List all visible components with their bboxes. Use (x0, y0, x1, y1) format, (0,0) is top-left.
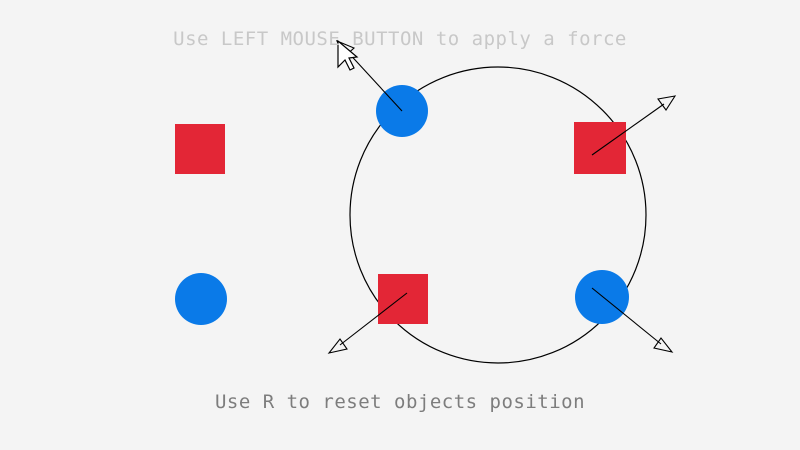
force-vector-square-bottom-center (327, 292, 408, 354)
hint-text-bottom: Use R to reset objects position (214, 391, 586, 413)
arrowhead-icon (653, 337, 674, 353)
mouse-cursor-icon (337, 39, 359, 71)
hint-text-top: Use LEFT MOUSE BUTTON to apply a force (173, 28, 627, 50)
body-square-bottom-center[interactable] (378, 274, 428, 324)
orbit-path-circle (349, 66, 647, 364)
body-circle-bottom-left[interactable] (175, 273, 227, 325)
force-vector-square-top-right (591, 95, 677, 156)
force-vector-circle-bottom-right (591, 287, 674, 353)
arrowhead-icon (327, 338, 348, 354)
body-circle-bottom-right[interactable] (575, 270, 629, 324)
body-square-left[interactable] (175, 124, 225, 174)
body-square-top-right[interactable] (574, 122, 626, 174)
arrowhead-icon (657, 95, 677, 111)
